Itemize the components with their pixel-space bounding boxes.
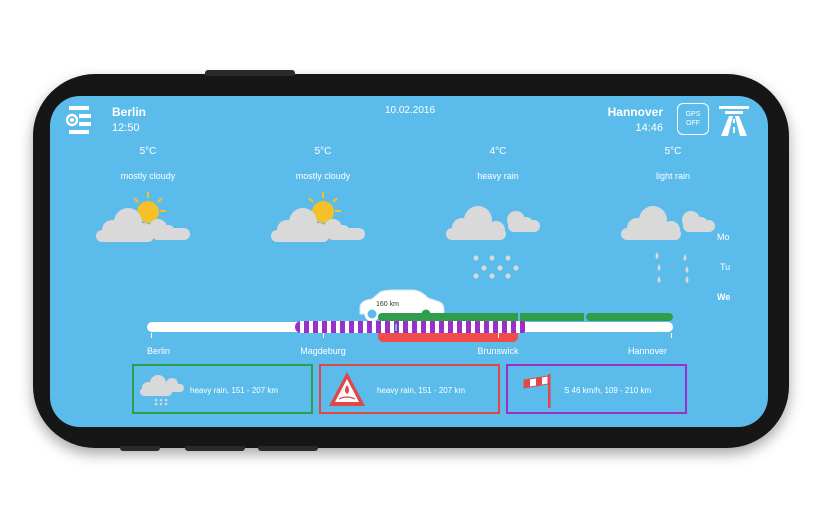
- stop-label: Brunswick: [477, 346, 519, 356]
- stop-label: Magdeburg: [300, 346, 346, 356]
- gps-toggle-button[interactable]: GPS OFF: [677, 103, 709, 135]
- windsock-icon: [520, 370, 560, 410]
- trip-date: 10.02.2016: [384, 105, 436, 116]
- alert-text: heavy rain, 151 - 207 km: [190, 386, 279, 395]
- destination-time: 14:46: [635, 122, 663, 134]
- forecast-temp: 5°C: [139, 146, 157, 157]
- alert-card-rain[interactable]: heavy rain, 151 - 207 km: [132, 364, 313, 414]
- forecast-condition: mostly cloudy: [295, 171, 351, 181]
- light-rain-icon: [619, 204, 719, 286]
- rain-cloud-icon: [138, 374, 186, 406]
- forecast-temp: 5°C: [664, 146, 682, 157]
- gps-state: OFF: [686, 120, 700, 127]
- menu-icon[interactable]: [65, 105, 92, 135]
- route-segment-green: [378, 313, 585, 321]
- forecast-condition: heavy rain: [477, 171, 519, 181]
- alert-card-wind[interactable]: S 46 km/h, 109 - 210 km: [506, 364, 687, 414]
- forecast-condition: light rain: [655, 171, 691, 181]
- destination-city: Hannover: [607, 105, 663, 119]
- warning-triangle-icon: [327, 369, 367, 409]
- stop-tick: [498, 333, 499, 338]
- heavy-rain-icon: [444, 204, 544, 286]
- side-button: [120, 446, 160, 451]
- stop-label: Hannover: [628, 346, 668, 356]
- route-segment-wind: [295, 321, 529, 333]
- route-segment-green: [518, 313, 586, 321]
- day-item-selected[interactable]: We: [717, 292, 731, 302]
- alert-text: heavy rain, 151 - 207 km: [377, 386, 466, 395]
- volume-button: [205, 70, 295, 76]
- car-position-marker: [395, 324, 397, 331]
- forecast-condition: mostly cloudy: [120, 171, 176, 181]
- app-screen: Berlin 12:50 10.02.2016 Hannover 14:46 G…: [50, 96, 768, 427]
- alert-card-warning[interactable]: heavy rain, 151 - 207 km: [319, 364, 500, 414]
- stop-tick: [323, 333, 324, 338]
- alert-text: S 46 km/h, 109 - 210 km: [564, 386, 652, 395]
- origin-time: 12:50: [112, 122, 140, 134]
- forecast-temp: 4°C: [489, 146, 507, 157]
- route-segment-red: [378, 333, 518, 342]
- partly-cloudy-sun-icon: [269, 192, 369, 248]
- partly-cloudy-sun-icon: [94, 192, 194, 248]
- route-segment-green: [586, 313, 673, 321]
- highway-icon[interactable]: [717, 103, 751, 137]
- day-item[interactable]: Mo: [717, 232, 730, 242]
- day-item[interactable]: Tu: [720, 262, 731, 272]
- stop-tick: [151, 333, 152, 338]
- side-button: [258, 446, 318, 451]
- stop-tick: [671, 333, 672, 338]
- origin-city: Berlin: [112, 105, 147, 119]
- gps-label: GPS: [685, 111, 701, 118]
- stop-label: Berlin: [147, 346, 171, 356]
- forecast-temp: 5°C: [314, 146, 332, 157]
- car-distance-label: 160 km: [376, 301, 399, 308]
- side-button: [185, 446, 245, 451]
